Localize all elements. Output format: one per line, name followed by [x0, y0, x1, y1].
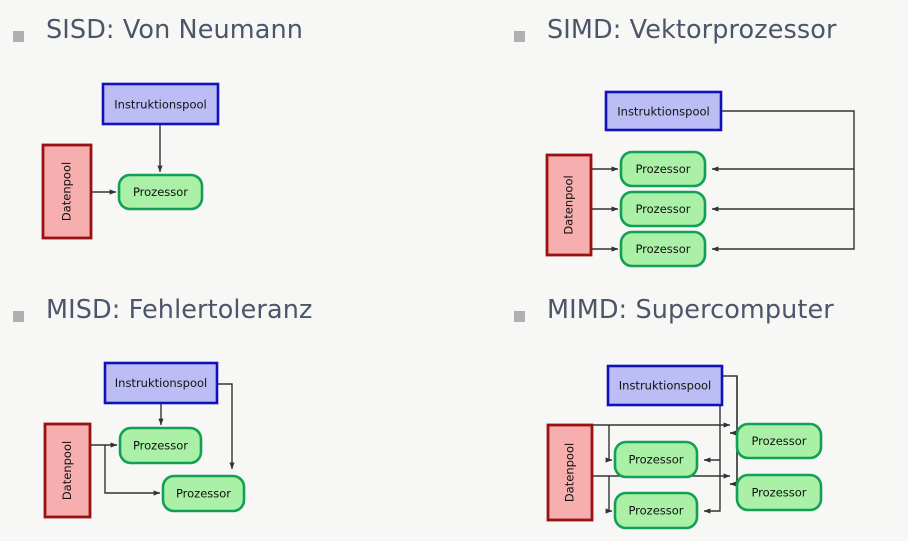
node-instruktionspool[interactable]: Instruktionspool — [604, 90, 723, 132]
diagram-misd: Instruktionspool Datenpool Prozessor Pro… — [0, 280, 454, 541]
connectors — [591, 110, 855, 252]
node-instruktionspool[interactable]: Instruktionspool — [606, 364, 724, 407]
node-label: Prozessor — [751, 434, 806, 448]
quadrant-title: SIMD: Vektorprozessor — [547, 15, 837, 45]
connectors — [90, 383, 235, 496]
node-datenpool[interactable]: Datenpool — [41, 143, 93, 240]
node-prozessor-1[interactable]: Prozessor — [118, 426, 203, 465]
node-prozessor-1[interactable]: Prozessor — [619, 150, 707, 188]
heading-mimd: MIMD: Supercomputer — [514, 296, 834, 324]
node-label: Prozessor — [133, 185, 188, 199]
node-label: Prozessor — [635, 162, 690, 176]
node-label: Prozessor — [133, 439, 188, 453]
bullet-square-icon — [514, 31, 525, 42]
node-label: Prozessor — [635, 242, 690, 256]
node-prozessor-left-2[interactable]: Prozessor — [613, 491, 699, 530]
node-label: Datenpool — [60, 162, 74, 221]
node-prozessor-2[interactable]: Prozessor — [619, 190, 707, 228]
node-prozessor-left-1[interactable]: Prozessor — [613, 440, 699, 479]
node-prozessor[interactable]: Prozessor — [117, 173, 204, 211]
bullet-square-icon — [514, 311, 525, 322]
heading-simd: SIMD: Vektorprozessor — [514, 16, 837, 44]
heading-misd: MISD: Fehlertoleranz — [13, 296, 312, 324]
quadrant-misd: MISD: Fehlertoleranz — [0, 280, 454, 541]
node-label: Prozessor — [628, 504, 683, 518]
node-label: Datenpool — [563, 443, 577, 502]
diagram-mimd: Instruktionspool Datenpool Prozessor Pro… — [454, 280, 908, 541]
heading-sisd: SISD: Von Neumann — [13, 16, 303, 44]
quadrant-mimd: MIMD: Supercomputer — [454, 280, 908, 541]
node-label: Instruktionspool — [115, 376, 207, 390]
node-label: Prozessor — [751, 486, 806, 500]
node-datenpool[interactable]: Datenpool — [545, 153, 593, 257]
quadrant-title: MIMD: Supercomputer — [547, 295, 834, 325]
bullet-square-icon — [13, 311, 24, 322]
node-label: Datenpool — [60, 441, 74, 500]
node-datenpool[interactable]: Datenpool — [43, 422, 92, 519]
node-datenpool[interactable]: Datenpool — [546, 423, 594, 522]
connectors — [592, 375, 738, 514]
quadrant-sisd: SISD: Von Neumann Instruktionspool — [0, 0, 454, 280]
node-prozessor-right-2[interactable]: Prozessor — [735, 473, 823, 512]
diagram-simd: Instruktionspool Datenpool Prozessor Pro… — [454, 0, 908, 280]
node-label: Datenpool — [562, 175, 576, 234]
node-label: Instruktionspool — [114, 98, 206, 112]
diagram-sisd: Instruktionspool Datenpool Prozessor — [0, 0, 454, 280]
node-label: Prozessor — [628, 453, 683, 467]
node-label: Instruktionspool — [619, 379, 711, 393]
quadrant-title: MISD: Fehlertoleranz — [46, 295, 313, 325]
node-prozessor-2[interactable]: Prozessor — [161, 474, 246, 513]
connectors — [91, 124, 163, 195]
quadrant-simd: SIMD: Vektorprozessor — [454, 0, 908, 280]
node-label: Prozessor — [635, 202, 690, 216]
node-prozessor-right-1[interactable]: Prozessor — [735, 422, 823, 460]
node-instruktionspool[interactable]: Instruktionspool — [103, 361, 219, 405]
node-label: Prozessor — [176, 487, 231, 501]
node-label: Instruktionspool — [617, 105, 709, 119]
bullet-square-icon — [13, 31, 24, 42]
node-instruktionspool[interactable]: Instruktionspool — [101, 82, 220, 126]
quadrant-title: SISD: Von Neumann — [46, 15, 303, 45]
node-prozessor-3[interactable]: Prozessor — [619, 230, 707, 268]
